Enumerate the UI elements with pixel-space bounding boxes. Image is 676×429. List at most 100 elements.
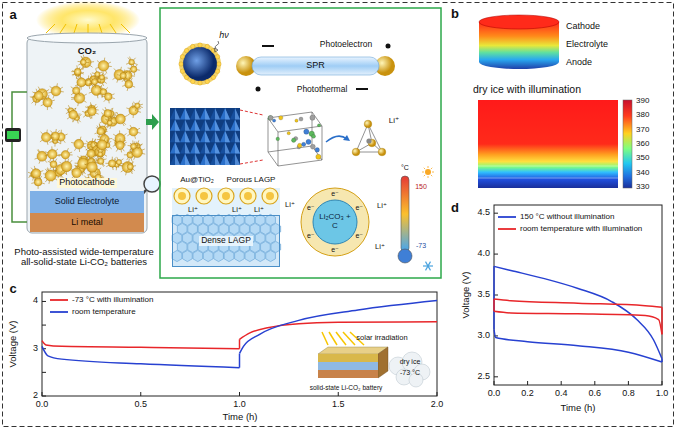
axis-tick: 4.0 xyxy=(477,249,490,259)
battery-layer xyxy=(318,370,378,378)
pyramid-face xyxy=(175,108,180,119)
flower xyxy=(129,127,138,136)
pyramid-face xyxy=(215,131,220,142)
heat-dot xyxy=(256,87,261,92)
voltage-curve xyxy=(494,299,662,307)
tetra-vertex xyxy=(352,148,360,156)
flower xyxy=(72,168,82,178)
pyramid xyxy=(220,154,230,165)
pyramid-face xyxy=(215,119,220,130)
tetra-vertex xyxy=(378,148,386,156)
gold-dot xyxy=(191,79,195,83)
pyramid xyxy=(170,154,180,165)
sun-ray xyxy=(110,24,116,33)
spr-band: SPR xyxy=(252,57,379,75)
voltage-curve xyxy=(494,266,662,358)
tick-mark xyxy=(239,392,240,396)
atom xyxy=(306,139,311,144)
layer-boundary xyxy=(478,166,618,167)
ion-label: Li⁺ xyxy=(188,206,198,214)
gold-dot xyxy=(217,62,221,66)
pyramid xyxy=(180,119,190,130)
pyramid-ground xyxy=(170,108,240,165)
legend-text: room temperature xyxy=(72,308,136,317)
axis-tick: 3 xyxy=(33,344,38,354)
temperature-map xyxy=(478,100,618,188)
arrow-head xyxy=(343,135,350,141)
cell-edge xyxy=(268,118,269,152)
atom xyxy=(302,142,306,146)
pyramid xyxy=(220,131,230,142)
sun-ray xyxy=(99,24,102,33)
panel-letter: d xyxy=(451,201,459,215)
axis-tick: 0.0 xyxy=(36,400,49,410)
pyramid-face xyxy=(225,131,230,142)
pyramid-face xyxy=(225,154,230,165)
zoom-arrow xyxy=(146,114,159,130)
pyramid-face xyxy=(185,154,190,165)
axis-title: Time (h) xyxy=(222,412,257,422)
pyramid xyxy=(190,142,200,153)
panel-letter: c xyxy=(9,282,16,296)
voltage-curve xyxy=(239,353,241,367)
pyramid xyxy=(190,131,200,142)
electron-label: e⁻ xyxy=(331,246,339,254)
gold-dot xyxy=(205,79,209,83)
pyramid xyxy=(230,119,240,130)
flower xyxy=(120,72,126,78)
electron-label: e⁻ xyxy=(307,232,315,240)
pyramid xyxy=(180,108,190,119)
flower xyxy=(74,139,84,149)
axis-tick: 0.5 xyxy=(134,400,147,410)
product-particle: Li₂CO₃ + C xyxy=(301,188,369,256)
flower xyxy=(104,109,112,117)
temperature-label: 150 xyxy=(415,183,427,191)
sun-ray xyxy=(428,166,429,168)
colorbar xyxy=(623,100,632,188)
ion-label: Li⁺ xyxy=(232,206,242,214)
voltage-curve xyxy=(493,266,495,329)
axis-tick: 0.0 xyxy=(488,389,501,399)
flower xyxy=(107,120,112,125)
flower xyxy=(43,98,52,107)
pyramid-face xyxy=(215,108,220,119)
pyramid-face xyxy=(175,119,180,130)
detail-frame xyxy=(160,8,441,278)
tetra-edge xyxy=(356,124,368,152)
thermometer-bulb xyxy=(398,249,412,263)
pyramid-face xyxy=(205,142,210,153)
layer-label: Porous LAGP xyxy=(227,176,276,185)
pyramid-face xyxy=(215,154,220,165)
ion-label: Li⁺ xyxy=(389,117,399,126)
atom xyxy=(272,119,275,122)
pyramid-face xyxy=(185,142,190,153)
pyramid xyxy=(220,142,230,153)
pyramid-face xyxy=(195,119,200,130)
au-tio2-particle xyxy=(240,188,256,204)
pyramid xyxy=(190,108,200,119)
pyramid xyxy=(200,131,210,142)
sun-ray xyxy=(74,24,77,33)
photon-label: hν xyxy=(219,31,229,41)
pyramid xyxy=(170,108,180,119)
flower xyxy=(48,149,58,159)
gold-dot xyxy=(180,69,184,73)
flower xyxy=(61,161,71,171)
node-text: Li metal xyxy=(71,218,103,228)
tick-mark xyxy=(561,381,562,385)
electrolyte-layer: Solid Electrolyte xyxy=(30,191,144,213)
zoom-line xyxy=(240,160,263,164)
flower xyxy=(131,143,137,149)
pyramid-face xyxy=(225,108,230,119)
pyramid xyxy=(200,119,210,130)
inset-label: solar irradiation xyxy=(356,334,407,342)
tick-mark xyxy=(42,301,46,302)
sun-ray xyxy=(431,175,432,176)
dense-layer: Dense LAGP xyxy=(172,215,280,267)
sun-ray xyxy=(46,24,55,33)
voltage-curve xyxy=(494,329,662,362)
ion-label: Li⁺ xyxy=(254,206,264,214)
snowflake xyxy=(426,262,431,271)
gold-dot xyxy=(180,55,184,59)
